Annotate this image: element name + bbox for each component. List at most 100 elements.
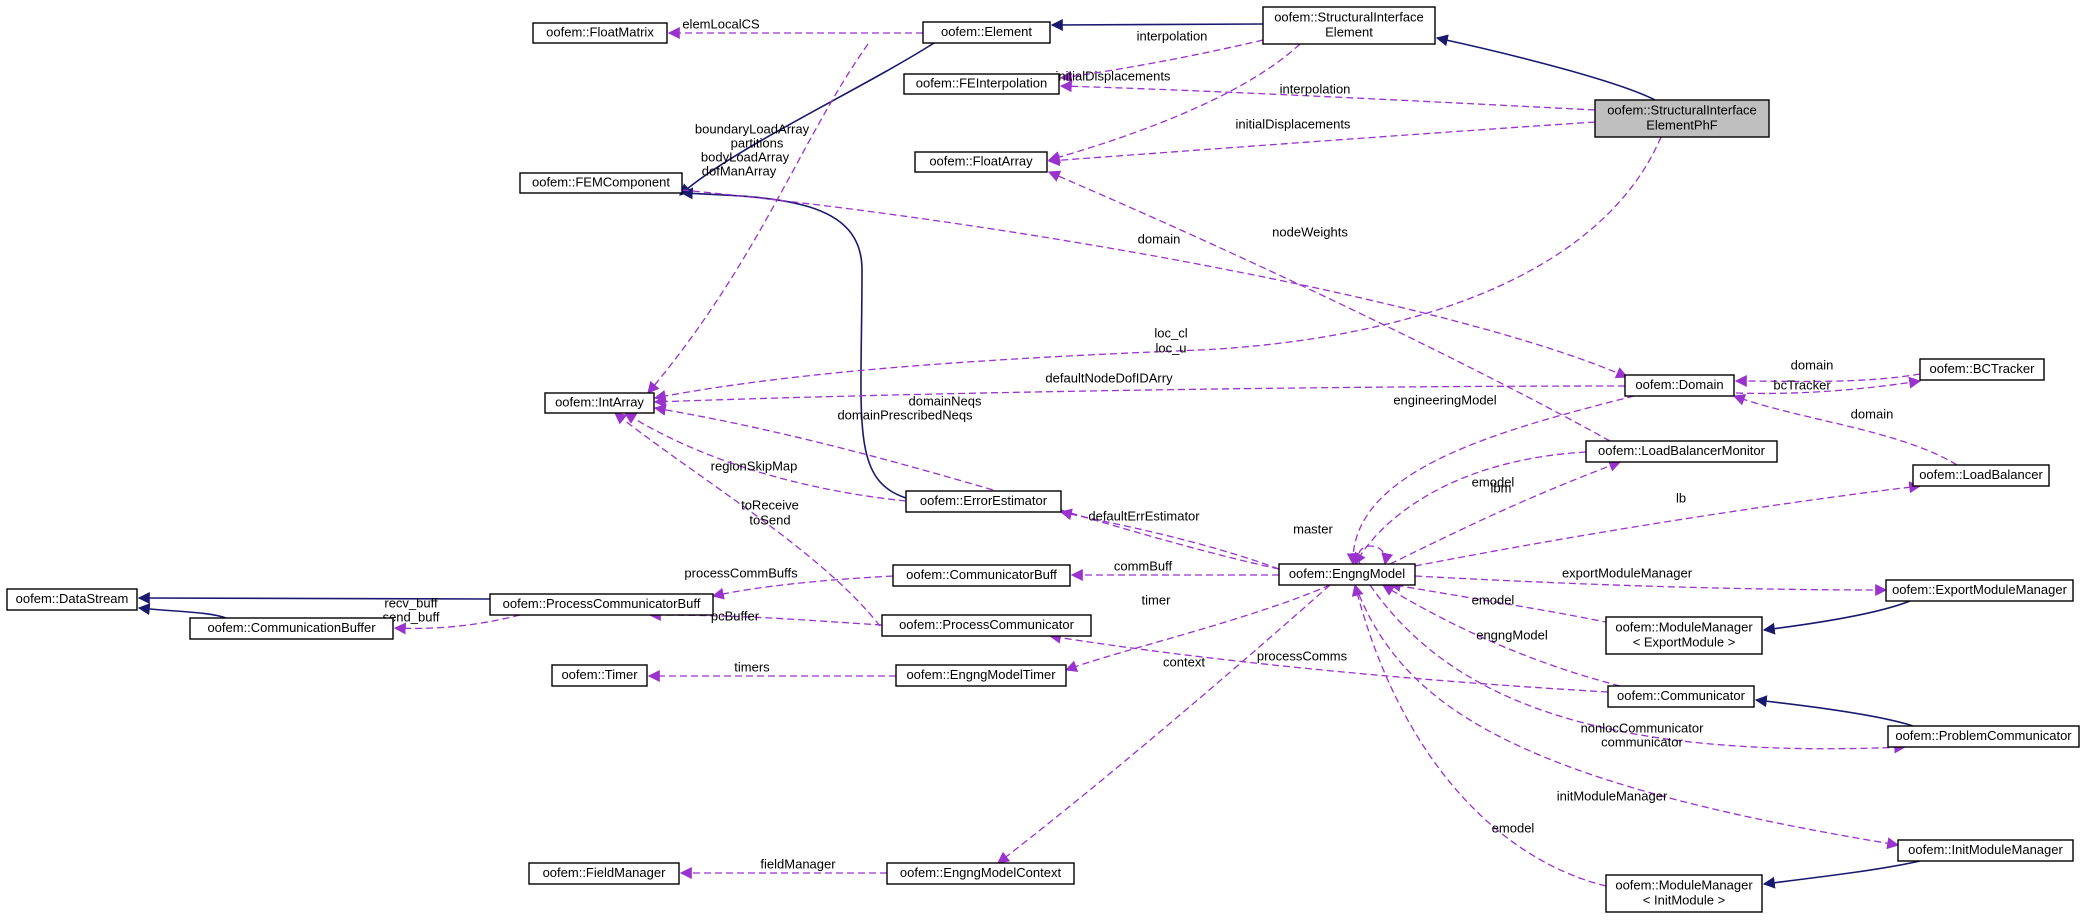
- class-node-mminit[interactable]: oofem::ModuleManager< InitModule >: [1605, 874, 1763, 913]
- class-node-label: ElementPhF: [1646, 117, 1718, 132]
- class-node-loadbalancer[interactable]: oofem::LoadBalancer: [1912, 464, 2050, 487]
- class-node-label: oofem::Element: [941, 24, 1032, 39]
- class-node-box: [881, 614, 1092, 637]
- class-node-box: [1607, 685, 1755, 708]
- class-node-commbuff[interactable]: oofem::CommunicatorBuff: [892, 564, 1071, 587]
- class-node-label: oofem::ExportModuleManager: [1892, 582, 2068, 597]
- edge-label: bcTracker: [1773, 377, 1831, 392]
- class-node-box: [1919, 358, 2045, 381]
- edge-probcomm-to-communicator: [1754, 695, 1914, 727]
- edge-pcbuff-to-datastream: [137, 592, 491, 605]
- class-node-engtimer[interactable]: oofem::EngngModelTimer: [895, 664, 1067, 687]
- edge-engng-to-initmm: [1354, 584, 1900, 850]
- class-node-element[interactable]: oofem::Element: [922, 21, 1051, 44]
- class-node-femcomp[interactable]: oofem::FEMComponent: [519, 172, 683, 194]
- class-node-fieldmgr[interactable]: oofem::FieldManager: [528, 862, 680, 885]
- edge-engng-to-exportmm: [1414, 575, 1888, 596]
- edge-label: processComms: [1257, 648, 1348, 663]
- edge-label: nonlocCommunicator: [1581, 720, 1705, 735]
- edge-label: toSend: [749, 512, 790, 527]
- class-node-label: oofem::FEInterpolation: [916, 75, 1048, 90]
- edge-label: lb: [1676, 490, 1686, 505]
- class-node-label: oofem::EngngModelContext: [900, 865, 1062, 880]
- class-node-communicator[interactable]: oofem::Communicator: [1607, 685, 1755, 708]
- class-node-label: oofem::FloatArray: [929, 153, 1033, 168]
- class-node-feinterp[interactable]: oofem::FEInterpolation: [903, 73, 1060, 95]
- edge-label: pcBuffer: [711, 608, 760, 623]
- edge-engng-to-lbmonitor: [1389, 460, 1622, 565]
- edge-sie-to-feinterp: [1059, 39, 1264, 83]
- edge-label: interpolation: [1137, 28, 1208, 43]
- edge-label: domainNeqs: [909, 393, 982, 408]
- edge-exportmm-to-mmexport: [1762, 600, 1911, 635]
- class-node-box: [489, 593, 714, 616]
- class-node-box: [1605, 874, 1763, 913]
- class-node-proccomm[interactable]: oofem::ProcessCommunicator: [881, 614, 1092, 637]
- class-node-engng[interactable]: oofem::EngngModel: [1278, 563, 1416, 586]
- class-node-timer[interactable]: oofem::Timer: [551, 664, 648, 687]
- edge-sie-to-element: [1050, 18, 1264, 31]
- class-node-box: [886, 862, 1075, 885]
- class-node-label: oofem::InitModuleManager: [1908, 842, 2063, 857]
- class-node-box: [1594, 99, 1770, 138]
- class-node-floatmatrix[interactable]: oofem::FloatMatrix: [532, 22, 668, 44]
- class-node-domain[interactable]: oofem::Domain: [1624, 374, 1735, 397]
- edge-engng-to-probcomm: [1369, 584, 1907, 754]
- edge-femcomp-to-domain: [681, 189, 1629, 379]
- edge-engng-to-engctx: [997, 584, 1331, 864]
- class-node-box: [1262, 6, 1436, 45]
- class-node-box: [551, 664, 648, 687]
- class-node-box: [895, 664, 1067, 687]
- edge-engng-to-errest: [1059, 508, 1280, 570]
- class-node-floatarray[interactable]: oofem::FloatArray: [914, 151, 1048, 173]
- class-node-lbmonitor[interactable]: oofem::LoadBalancerMonitor: [1585, 440, 1778, 463]
- class-node-label: oofem::DataStream: [16, 591, 129, 606]
- class-node-label: oofem::ModuleManager: [1615, 619, 1753, 634]
- class-node-label: oofem::IntArray: [555, 394, 644, 409]
- class-node-label: oofem::FieldManager: [543, 865, 667, 880]
- edge-communicator-to-engng: [1381, 584, 1621, 687]
- edge-errest-to-intarray: [623, 412, 907, 502]
- edge-label: initModuleManager: [1557, 788, 1668, 803]
- edge-sie-to-floatarray: [1047, 43, 1301, 163]
- class-node-label: oofem::ProcessCommunicatorBuff: [503, 596, 701, 611]
- class-node-probcomm[interactable]: oofem::ProblemCommunicator: [1887, 725, 2080, 748]
- class-node-initmm[interactable]: oofem::InitModuleManager: [1897, 839, 2074, 862]
- class-node-pcbuff[interactable]: oofem::ProcessCommunicatorBuff: [489, 593, 714, 616]
- class-node-label: oofem::LoadBalancerMonitor: [1598, 443, 1766, 458]
- edge-label: emodel: [1492, 820, 1535, 835]
- edge-label: communicator: [1601, 734, 1683, 749]
- edge-label: emodel: [1472, 474, 1515, 489]
- edge-element-to-intarray: [647, 43, 869, 394]
- edge-label: partitions: [731, 135, 784, 150]
- class-node-commbuffer[interactable]: oofem::CommunicationBuffer: [189, 617, 394, 640]
- class-node-datastream[interactable]: oofem::DataStream: [6, 588, 138, 611]
- edge-bctracker-to-domain: [1734, 373, 1921, 388]
- class-node-errest[interactable]: oofem::ErrorEstimator: [905, 490, 1062, 513]
- class-node-engctx[interactable]: oofem::EngngModelContext: [886, 862, 1075, 885]
- class-node-intarray[interactable]: oofem::IntArray: [544, 392, 655, 414]
- class-node-mmexport[interactable]: oofem::ModuleManager< ExportModule >: [1605, 616, 1763, 655]
- edge-mmexport-to-engng: [1388, 580, 1621, 626]
- edge-label: defaultNodeDofIDArry: [1045, 370, 1173, 385]
- class-node-label: oofem::FEMComponent: [532, 174, 670, 189]
- edge-label: commBuff: [1114, 558, 1173, 573]
- edge-proccomm-to-intarray: [614, 412, 881, 627]
- class-node-bctracker[interactable]: oofem::BCTracker: [1919, 358, 2045, 381]
- edge-label: loc_cl: [1154, 325, 1187, 340]
- edge-label: exportModuleManager: [1562, 565, 1693, 580]
- edge-label: regionSkipMap: [711, 458, 798, 473]
- edge-domain-to-bctracker: [1735, 376, 1922, 395]
- edge-label: context: [1163, 654, 1205, 669]
- edge-engng-to-intarray: [653, 403, 1280, 570]
- class-node-label: oofem::Communicator: [1617, 688, 1746, 703]
- class-node-box: [1885, 579, 2074, 602]
- class-node-exportmm[interactable]: oofem::ExportModuleManager: [1885, 579, 2074, 602]
- edge-engng-to-loadbalancer: [1414, 481, 1922, 567]
- edge-label: engineeringModel: [1393, 392, 1496, 407]
- edge-domain-to-intarray: [653, 385, 1626, 408]
- class-node-label: oofem::ProcessCommunicator: [899, 617, 1075, 632]
- edge-label: master: [1293, 521, 1333, 536]
